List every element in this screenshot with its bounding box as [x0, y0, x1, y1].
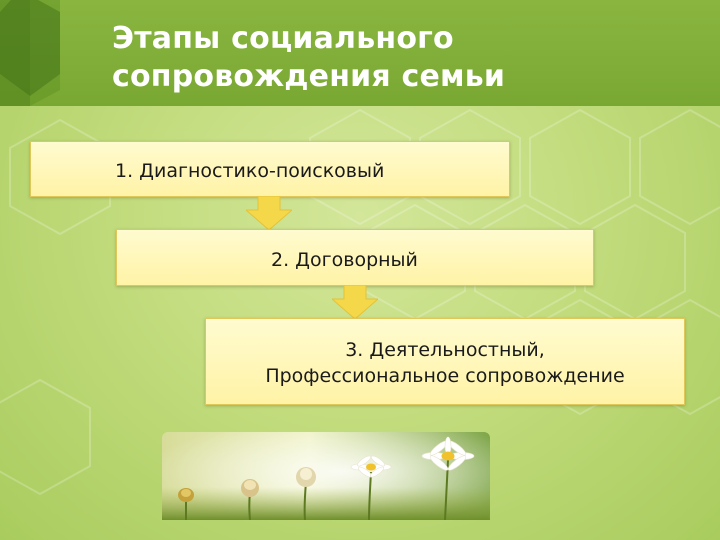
hexagon-accent-icon: [0, 0, 60, 106]
flower-photo: [162, 432, 490, 520]
title-bar: Этапы социального сопровождения семьи: [0, 0, 720, 106]
step-2-text: 2. Договорный: [271, 249, 418, 271]
slide-title: Этапы социального сопровождения семьи: [112, 20, 505, 96]
step-box-1: 1. Диагностико-поисковый: [30, 141, 510, 197]
title-line-2: сопровождения семьи: [112, 59, 506, 94]
step-1-text: 1. Диагностико-поисковый: [115, 160, 385, 182]
step-box-2: 2. Договорный: [116, 229, 594, 286]
step-box-3: 3. Деятельностный, Профессиональное сопр…: [205, 318, 685, 405]
title-line-1: Этапы социального: [112, 21, 454, 56]
step-3-line-1: 3. Деятельностный,: [345, 339, 545, 361]
down-arrow-icon: [332, 285, 378, 319]
down-arrow-icon: [246, 196, 292, 230]
step-3-line-2: Профессиональное сопровождение: [265, 365, 625, 387]
